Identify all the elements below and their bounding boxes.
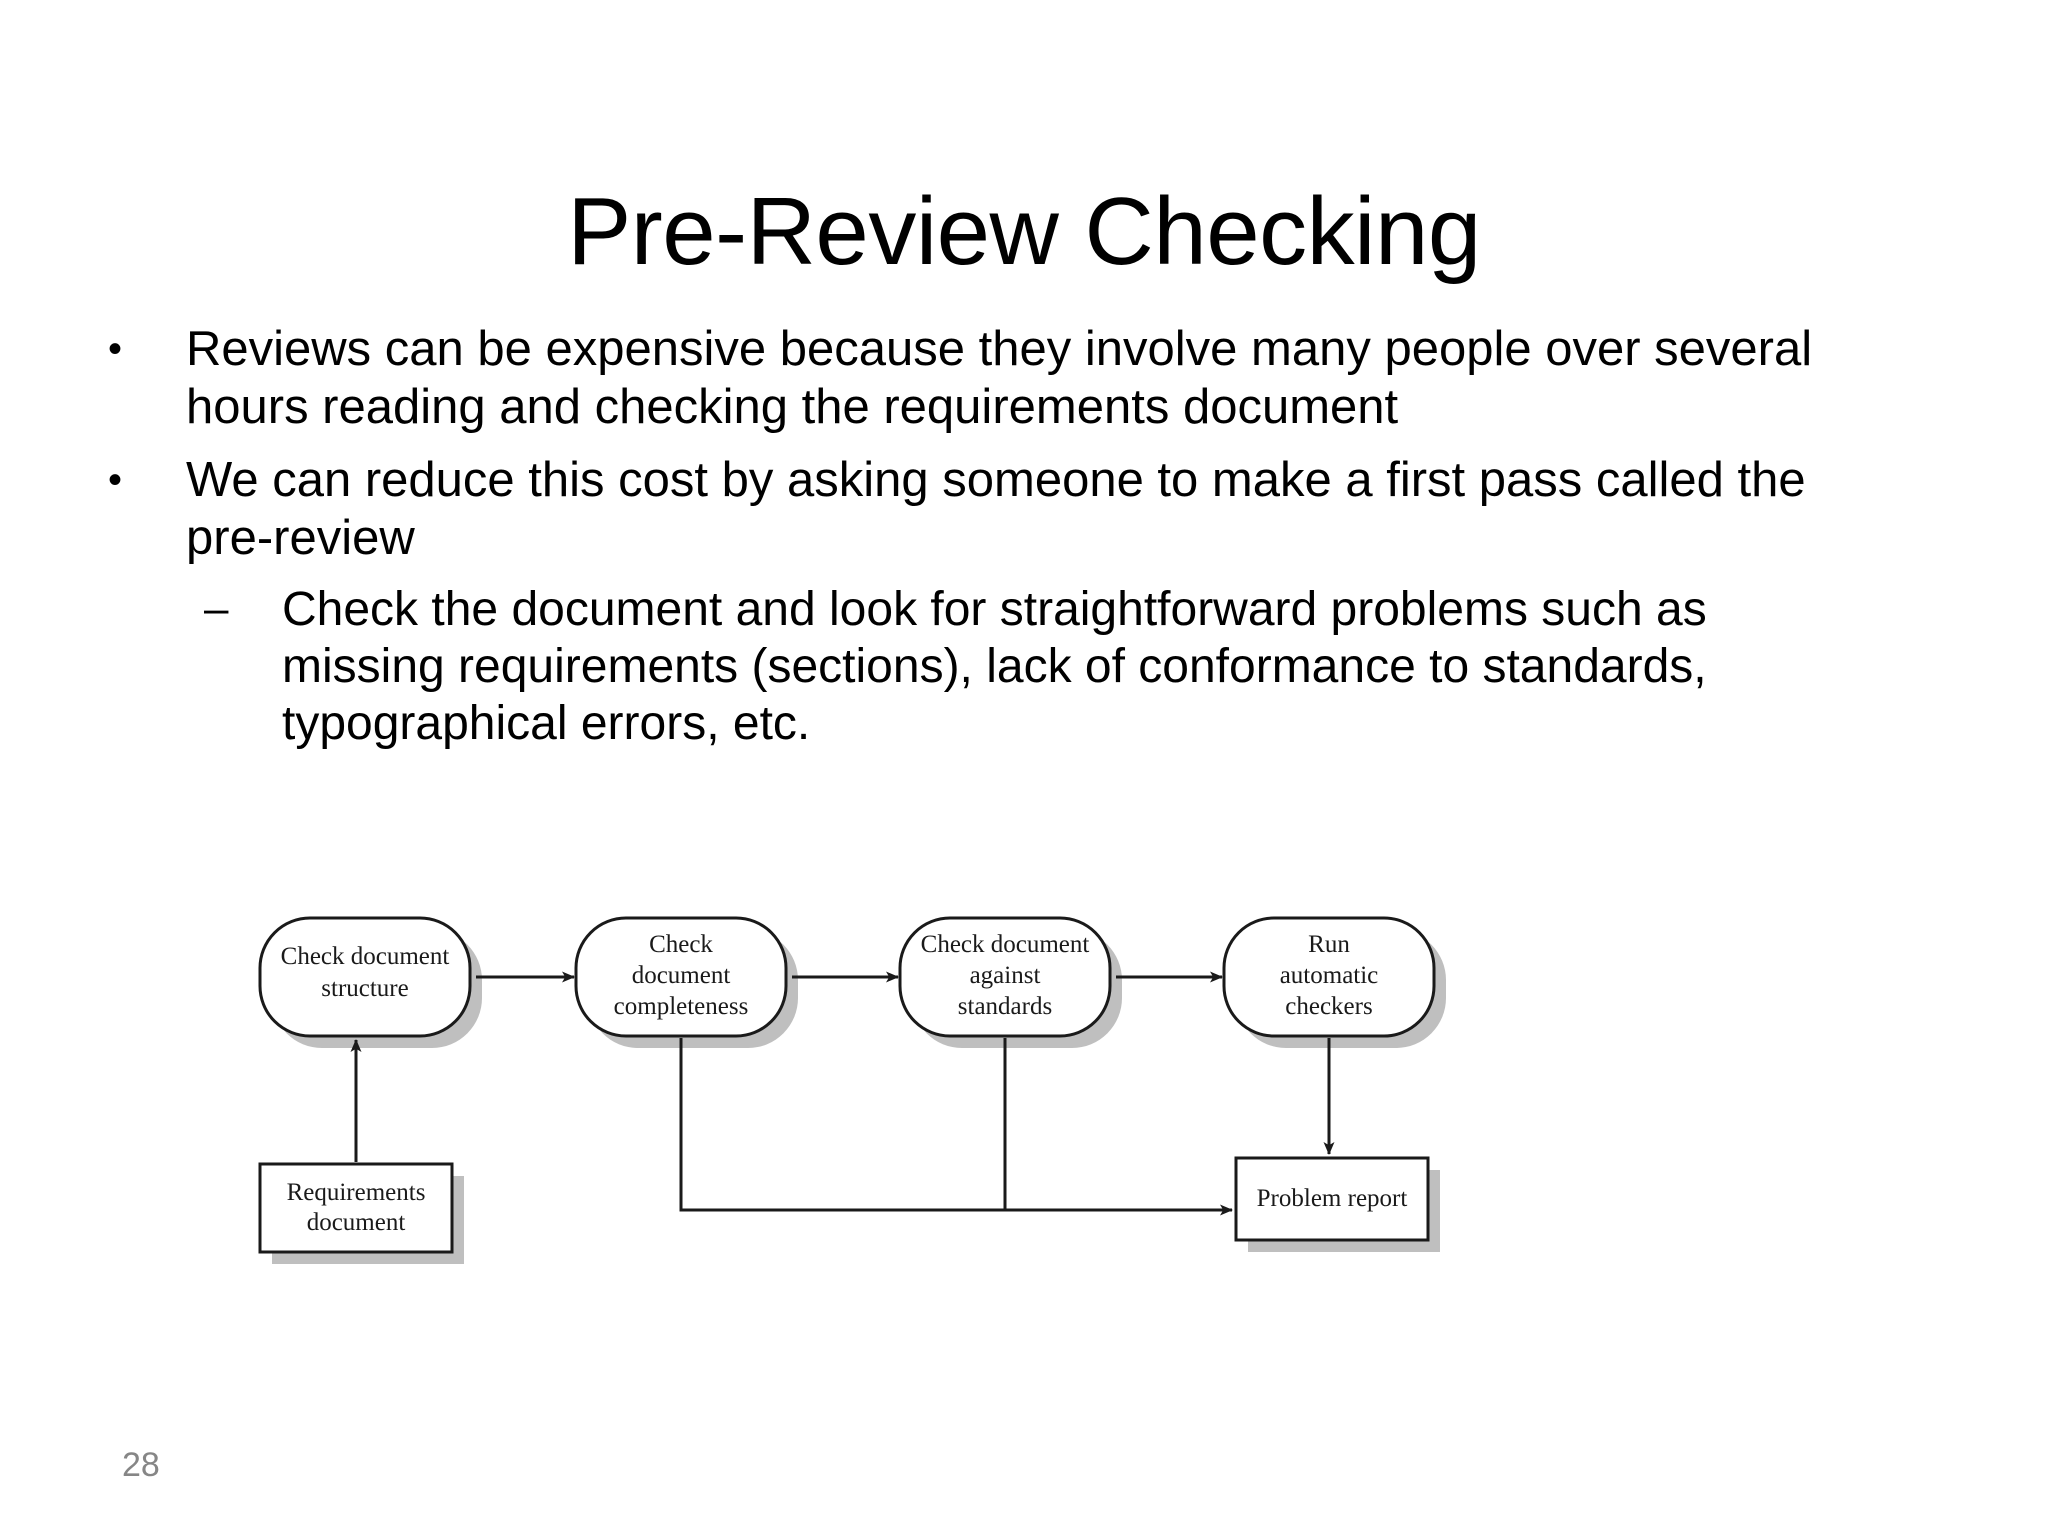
body-bullet-list: • Reviews can be expensive because they … (108, 320, 1958, 753)
sub-bullet-item: – Check the document and look for straig… (204, 581, 1958, 752)
bullet-item: • Reviews can be expensive because they … (108, 320, 1958, 437)
sub-bullet-line: Check the document and look for straight… (282, 583, 1707, 637)
process-label: Check (649, 931, 713, 958)
process-label: completeness (614, 993, 749, 1020)
sub-bullet-line: missing requirements (sections), lack of… (282, 640, 1707, 694)
sub-bullet-text: Check the document and look for straight… (282, 581, 1958, 752)
bullet-marker: • (108, 327, 123, 371)
process-check-document-structure[interactable]: Check document structure (258, 916, 472, 1038)
sub-bullet-marker: – (204, 584, 229, 634)
process-label: automatic (1280, 962, 1379, 989)
bullet-marker: • (108, 457, 123, 502)
bullet-line: pre-review (186, 510, 415, 565)
process-label: Check document (921, 931, 1090, 958)
bullet-line: hours reading and checking the requireme… (186, 380, 1399, 435)
store-problem-report[interactable]: Problem report (1234, 1156, 1430, 1242)
process-label: against (970, 962, 1041, 989)
process-check-document-against-standards[interactable]: Check document against standards (898, 916, 1112, 1038)
store-requirements-document[interactable]: Requirements document (258, 1162, 454, 1254)
process-label: standards (958, 993, 1052, 1020)
store-label: Requirements (287, 1179, 426, 1206)
sub-bullet-line: typographical errors, etc. (282, 697, 811, 751)
store-label: Problem report (1257, 1185, 1408, 1212)
pre-review-flowchart: Check document structure Check document … (248, 908, 1808, 1328)
bullet-line: We can reduce this cost by asking someon… (186, 452, 1806, 507)
connector-completeness-to-problem-report (679, 1038, 1233, 1216)
bullet-line: Reviews can be expensive because they in… (186, 322, 1813, 376)
page-number: 28 (122, 1446, 160, 1484)
bullet-item: • We can reduce this cost by asking some… (108, 451, 1958, 568)
process-check-document-completeness[interactable]: Check document completeness (574, 916, 788, 1038)
process-label: checkers (1285, 993, 1372, 1020)
bullet-text: Reviews can be expensive because they in… (186, 320, 1958, 437)
connector-layer (350, 971, 1335, 1216)
store-label: document (307, 1209, 406, 1236)
page-title: Pre-Review Checking (567, 178, 1481, 286)
bullet-text: We can reduce this cost by asking someon… (186, 451, 1958, 568)
process-label: structure (321, 975, 408, 1002)
process-label: document (632, 962, 731, 989)
process-run-automatic-checkers[interactable]: Run automatic checkers (1222, 916, 1436, 1038)
process-label: Run (1308, 931, 1350, 958)
process-label: Check document (281, 943, 450, 970)
